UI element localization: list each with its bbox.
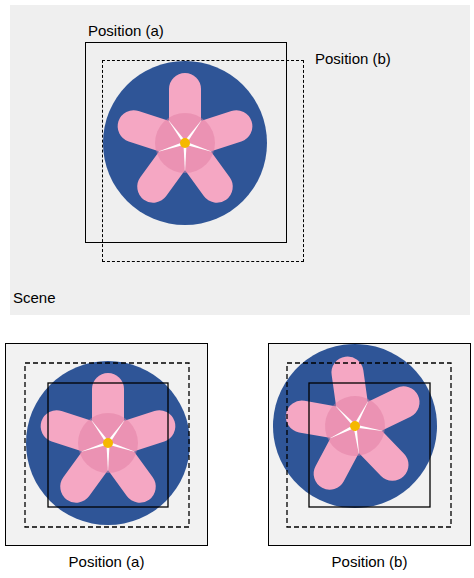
flower-figure (103, 61, 267, 225)
scene-panel: ScenePosition (a)Position (b) (10, 5, 470, 315)
position-label: Position (b) (269, 553, 470, 571)
position-frame: Position (a) (85, 42, 287, 243)
view-ground (5, 343, 208, 546)
solid-frame (48, 383, 168, 507)
view-panel: Position (b) (268, 343, 471, 546)
position-label: Scene (13, 289, 473, 307)
position-label: Position (b) (315, 50, 474, 68)
dashed-frame (25, 363, 189, 527)
solid-frame (309, 383, 430, 507)
dashed-frame (287, 363, 451, 527)
flower-figure (26, 361, 190, 525)
flower-figure (268, 343, 448, 519)
scene-ground (10, 5, 470, 315)
position-label: Position (a) (6, 553, 207, 571)
view-panel: Position (a) (5, 343, 208, 546)
position-frame: Position (b) (102, 60, 304, 262)
position-label: Position (a) (88, 22, 288, 40)
